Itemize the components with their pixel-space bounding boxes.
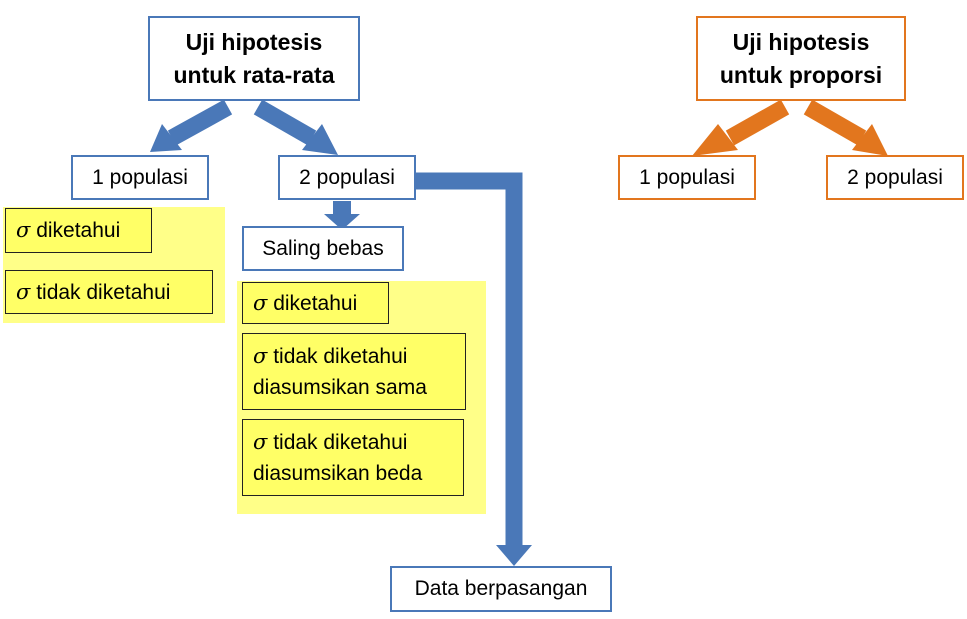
independent-case-sigma-known: σ diketahui: [242, 282, 389, 324]
mean-title-line1: Uji hipotesis: [185, 28, 323, 55]
one-pop-case-sigma-known: σ diketahui: [5, 208, 152, 253]
case-label: diketahui: [273, 291, 358, 315]
proportion-title-line1: Uji hipotesis: [732, 28, 870, 55]
case-label-line2: diasumsikan beda: [253, 461, 423, 485]
mean-test-title-box: Uji hipotesis untuk rata-rata: [148, 16, 360, 101]
arrowhead-prop-to-2pop: [852, 124, 888, 156]
case-label-line1: tidak diketahui: [273, 344, 408, 368]
proportion-2-population-label: 2 populasi: [847, 165, 943, 189]
case-label-line1: tidak diketahui: [273, 430, 408, 454]
arrow-2pop-to-paired: [416, 172, 523, 545]
proportion-test-title-box: Uji hipotesis untuk proporsi: [696, 16, 906, 101]
independent-case-sigma-unknown-different: σ tidak diketahui diasumsikan beda: [242, 419, 464, 496]
proportion-1-population-node: 1 populasi: [618, 155, 756, 200]
case-label-line2: diasumsikan sama: [253, 375, 427, 399]
proportion-2-population-node: 2 populasi: [826, 155, 964, 200]
arrow-2pop-to-independent: [333, 201, 351, 216]
paired-data-node: Data berpasangan: [390, 566, 612, 612]
case-label: diketahui: [36, 219, 121, 242]
independent-samples-node: Saling bebas: [242, 226, 404, 271]
independent-case-sigma-unknown-equal: σ tidak diketahui diasumsikan sama: [242, 333, 466, 410]
one-pop-case-sigma-unknown: σ tidak diketahui: [5, 270, 213, 314]
mean-2-population-label: 2 populasi: [299, 165, 395, 189]
arrow-prop-to-1pop: [725, 99, 790, 146]
sigma-symbol: σ: [253, 290, 268, 315]
mean-2-population-node: 2 populasi: [278, 155, 416, 200]
independent-samples-label: Saling bebas: [262, 236, 384, 260]
proportion-1-population-label: 1 populasi: [639, 165, 735, 189]
mean-1-population-node: 1 populasi: [71, 155, 209, 200]
proportion-title-line2: untuk proporsi: [719, 61, 883, 88]
mean-1-population-label: 1 populasi: [92, 165, 188, 189]
sigma-symbol: σ: [253, 429, 268, 454]
arrow-mean-to-1pop: [167, 99, 233, 146]
sigma-symbol: σ: [16, 218, 31, 242]
paired-data-label: Data berpasangan: [414, 577, 588, 600]
arrowhead-2pop-to-paired: [496, 545, 532, 566]
arrow-prop-to-2pop: [803, 99, 867, 146]
arrow-mean-to-2pop: [253, 99, 317, 146]
case-label: tidak diketahui: [36, 280, 171, 304]
sigma-symbol: σ: [16, 279, 31, 304]
mean-title-line2: untuk rata-rata: [173, 61, 335, 88]
arrowhead-mean-to-2pop: [302, 124, 338, 155]
arrowhead-mean-to-1pop: [150, 124, 182, 152]
sigma-symbol: σ: [253, 343, 268, 368]
arrowhead-2pop-to-independent: [324, 214, 360, 230]
arrowhead-prop-to-1pop: [692, 124, 738, 156]
